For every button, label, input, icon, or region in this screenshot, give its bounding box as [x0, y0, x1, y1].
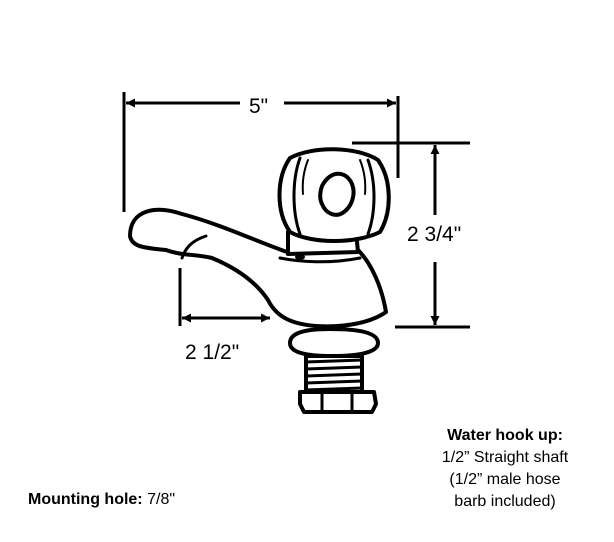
water-hookup-note: Water hook up: 1/2” Straight shaft (1/2”…: [415, 425, 595, 513]
width-dimension: [122, 92, 400, 212]
water-hookup-line1: 1/2” Straight shaft: [441, 449, 569, 466]
spout-reach-dimension: [178, 268, 270, 326]
faucet-illustration: [128, 147, 391, 414]
mounting-hole-value: 7/8": [147, 491, 176, 508]
height-label: 2 3/4": [407, 223, 462, 246]
faucet-body: [128, 207, 388, 329]
mounting-hole-note: Mounting hole: 7/8": [28, 489, 175, 511]
spout-reach-label: 2 1/2": [185, 341, 240, 364]
mounting-flange: [288, 327, 380, 358]
lock-nut: [298, 390, 378, 414]
height-dimension: [352, 141, 470, 329]
mounting-hole-label: Mounting hole:: [28, 491, 143, 508]
water-hookup-label: Water hook up:: [447, 427, 563, 444]
width-label: 5": [249, 95, 269, 118]
handle-indicator: [318, 171, 356, 217]
water-hookup-line2: (1/2” male hose: [449, 471, 561, 488]
water-hookup-line3: barb included): [454, 493, 556, 510]
